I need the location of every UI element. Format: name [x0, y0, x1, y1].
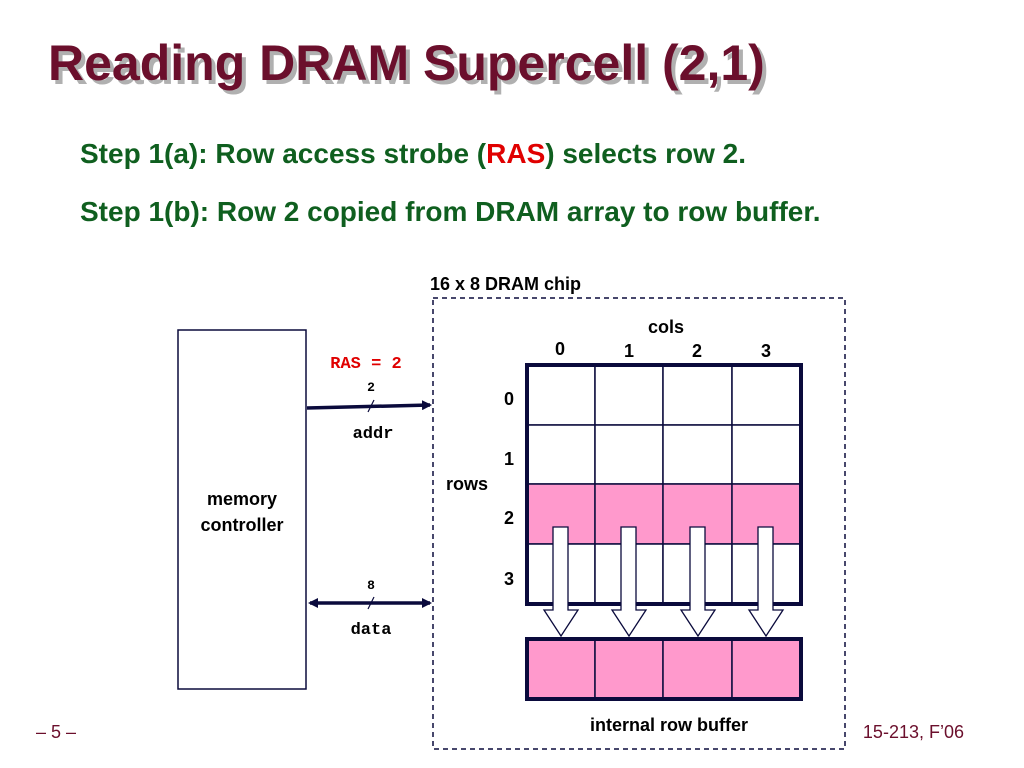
buffer-cell-1 — [594, 638, 664, 700]
step-1a-text: Step 1(a): Row access strobe (RAS) selec… — [80, 138, 746, 170]
chip-label: 16 x 8 DRAM chip — [430, 274, 581, 294]
col-index-3: 3 — [761, 341, 771, 361]
addr-bus-tick — [367, 399, 375, 413]
col-index-2: 2 — [692, 341, 702, 361]
copy-arrow-col-1 — [610, 526, 648, 638]
cell-1-0 — [526, 424, 596, 485]
row-index-1: 1 — [504, 449, 514, 469]
step-1a-suffix: ) selects row 2. — [545, 138, 747, 169]
step-1a-prefix: Step 1(a): Row access strobe ( — [80, 138, 487, 169]
internal-row-buffer — [525, 637, 803, 701]
buffer-cell-0 — [526, 638, 596, 700]
col-index-1: 1 — [624, 341, 634, 361]
step-1b-text: Step 1(b): Row 2 copied from DRAM array … — [80, 196, 821, 227]
row-index-3: 3 — [504, 569, 514, 589]
controller-label-line1: memory — [207, 489, 277, 509]
row-index-0: 0 — [504, 389, 514, 409]
copy-arrow-col-0 — [542, 526, 580, 638]
buffer-cell-3 — [731, 638, 802, 700]
cell-0-3 — [731, 364, 802, 426]
addr-label: addr — [353, 425, 394, 444]
copy-arrow-col-3 — [747, 526, 785, 638]
buffer-cell-2 — [662, 638, 733, 700]
cell-0-1 — [594, 364, 664, 426]
data-width-label: 8 — [367, 578, 375, 593]
ras-value-label: RAS = 2 — [330, 355, 401, 374]
data-bus-tick — [367, 596, 375, 610]
cell-0-2 — [662, 364, 733, 426]
dram-array-grid — [525, 363, 803, 606]
data-label: data — [351, 621, 392, 640]
cell-0-0 — [526, 364, 596, 426]
cell-2-3-selected — [731, 483, 802, 545]
rows-label: rows — [446, 474, 488, 494]
ras-highlight: RAS — [486, 138, 546, 169]
cell-1-1 — [594, 424, 664, 485]
row-index-2: 2 — [504, 508, 514, 528]
cell-1-3 — [731, 424, 802, 485]
memory-controller-box — [177, 329, 307, 690]
addr-width-label: 2 — [367, 380, 375, 395]
copy-arrow-col-2 — [679, 526, 717, 638]
col-index-0: 0 — [555, 339, 565, 359]
row-buffer-label: internal row buffer — [590, 715, 748, 735]
cell-1-2 — [662, 424, 733, 485]
controller-label-line2: controller — [200, 515, 283, 535]
slide-title: Reading DRAM Supercell (2,1) — [48, 35, 765, 91]
course-label: 15-213, F’06 — [862, 722, 964, 742]
addr-bus-arrow — [306, 400, 432, 411]
cols-label: cols — [648, 317, 684, 337]
slide-number: – 5 – — [36, 722, 77, 742]
row-buffer-border — [525, 637, 803, 701]
dram-array-border — [525, 363, 803, 606]
